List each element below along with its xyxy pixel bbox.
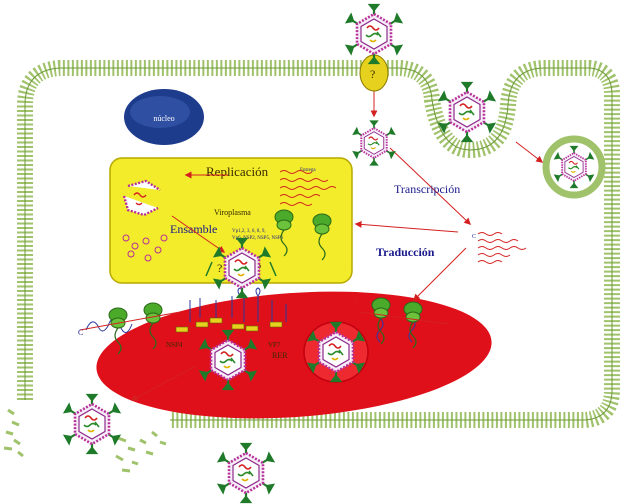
viroplasm-label: Viroplasma <box>214 208 251 217</box>
nsp4-label: NSP4 <box>166 341 183 349</box>
endocytic-vesicle <box>542 135 606 199</box>
nucleus: núcleo <box>124 89 204 145</box>
viral-particles <box>122 234 168 262</box>
c-label-mrna: C <box>472 234 476 240</box>
vp-list-1: Vp1,2, 3, 6, 8, 9, <box>232 229 266 234</box>
assembly-arrows <box>205 261 277 277</box>
transcription-label: Transcripción <box>394 182 460 196</box>
cell-membrane <box>17 60 620 428</box>
process-arrows <box>130 90 544 401</box>
rna-strand-icon <box>477 232 527 264</box>
rer-label: RER <box>272 351 288 360</box>
rna-label: Entrega <box>300 168 316 173</box>
receptor-question: ? <box>370 67 375 81</box>
vp7-label: VP7 <box>268 341 281 349</box>
question-mark-left: ? <box>217 261 222 275</box>
rough-endoplasmic-reticulum: RER NSP4 VP7 C C <box>78 287 492 419</box>
receptor-icon: ? <box>359 54 389 92</box>
rna-strand-icon <box>279 170 337 206</box>
translation-label: Traducción <box>376 245 435 259</box>
replicating-core-icon <box>122 179 161 217</box>
membrane-proteins <box>175 317 283 333</box>
c-label-left: C <box>78 328 83 337</box>
c-label-right: C <box>354 296 359 305</box>
assembly-label: Ensamble <box>170 222 217 236</box>
replication-label: Replicación <box>206 164 269 179</box>
vp-list-2: Vp6, NSP2, NSP5, NSP6 <box>232 236 284 241</box>
nucleus-label: núcleo <box>153 114 174 123</box>
virion-icon <box>217 442 275 504</box>
virion-icon <box>63 393 121 455</box>
viroplasm: Replicación Viroplasma Ensamble Vp1,2, 3… <box>109 157 353 284</box>
mrna-strand <box>79 311 181 331</box>
mrna-strand <box>359 311 449 325</box>
virion-icon <box>345 3 403 65</box>
membrane-disruption <box>3 408 167 473</box>
virion-icon <box>352 120 396 166</box>
